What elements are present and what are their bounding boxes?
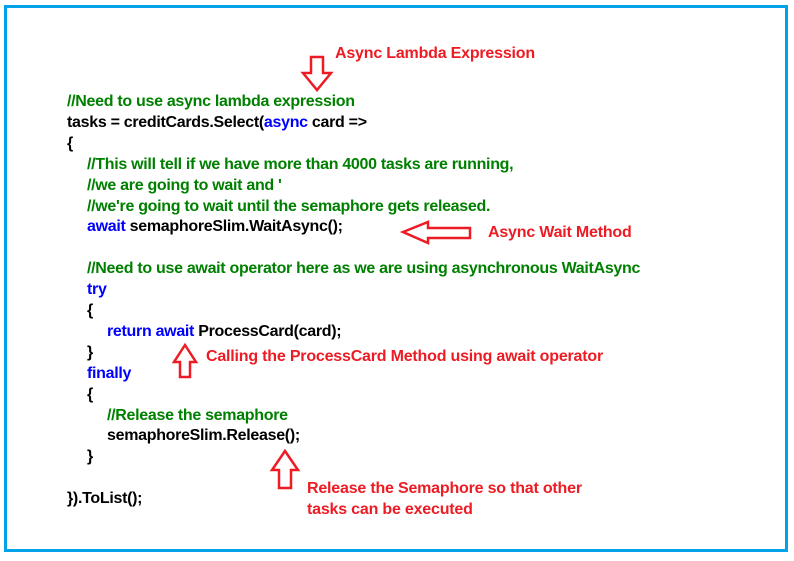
code-line: //Need to use async lambda expression: [67, 92, 355, 112]
code-line: {: [67, 134, 73, 154]
code-line: try: [87, 280, 107, 300]
code-line: semaphoreSlim.Release();: [107, 426, 300, 446]
code-plain: card =>: [307, 113, 367, 131]
code-line: finally: [87, 364, 131, 384]
diagram-frame: [4, 5, 788, 552]
annotation-async-wait: Async Wait Method: [488, 224, 632, 241]
code-line: }: [87, 447, 93, 467]
code-line: //we're going to wait until the semaphor…: [87, 197, 490, 217]
code-comment: //we are going to wait and ': [87, 176, 282, 194]
annotation-release-line2: tasks can be executed: [307, 501, 473, 518]
down-arrow-icon: [300, 55, 334, 92]
code-keyword: async: [263, 113, 308, 131]
code-plain: }: [87, 343, 93, 361]
code-comment: //we're going to wait until the semaphor…: [87, 197, 491, 215]
code-keyword: await: [87, 218, 126, 236]
annotation-release-line1: Release the Semaphore so that other: [307, 480, 582, 497]
code-plain: {: [67, 134, 73, 152]
code-plain: }: [87, 448, 93, 466]
code-line: //we are going to wait and ': [87, 176, 282, 196]
code-plain: {: [87, 302, 93, 319]
code-line: return await ProcessCard(card);: [107, 322, 342, 342]
code-line: }: [87, 343, 93, 363]
code-plain: {: [87, 385, 93, 403]
code-keyword: try: [87, 281, 107, 299]
code-plain: }).ToList();: [67, 490, 143, 508]
annotation-async-lambda: Async Lambda Expression: [335, 45, 535, 62]
annotation-process-card: Calling the ProcessCard Method using awa…: [206, 348, 603, 365]
up-arrow-icon: [171, 342, 199, 379]
code-plain: semaphoreSlim.Release();: [107, 427, 300, 445]
code-line: tasks = creditCards.Select(async card =>: [67, 113, 367, 133]
code-line: //Release the semaphore: [107, 406, 288, 426]
code-line: //This will tell if we have more than 40…: [87, 155, 514, 175]
code-comment: //This will tell if we have more than 40…: [87, 155, 514, 173]
code-line: }).ToList();: [67, 489, 143, 509]
code-line: {: [87, 385, 93, 405]
code-plain: semaphoreSlim.WaitAsync();: [125, 218, 343, 236]
code-comment: //Need to use await operator here as we …: [87, 260, 641, 278]
up-arrow-icon: [269, 448, 301, 490]
code-line: //Need to use await operator here as we …: [87, 259, 640, 279]
code-line: {: [87, 301, 93, 321]
code-comment: //Release the semaphore: [107, 406, 288, 424]
code-plain: ProcessCard(card);: [194, 322, 342, 340]
code-line: await semaphoreSlim.WaitAsync();: [87, 217, 343, 237]
code-keyword: finally: [87, 364, 132, 382]
code-plain: tasks = creditCards.Select(: [67, 113, 264, 131]
left-arrow-icon: [399, 220, 472, 245]
code-comment: //Need to use async lambda expression: [67, 93, 355, 110]
code-keyword: return await: [107, 322, 195, 340]
